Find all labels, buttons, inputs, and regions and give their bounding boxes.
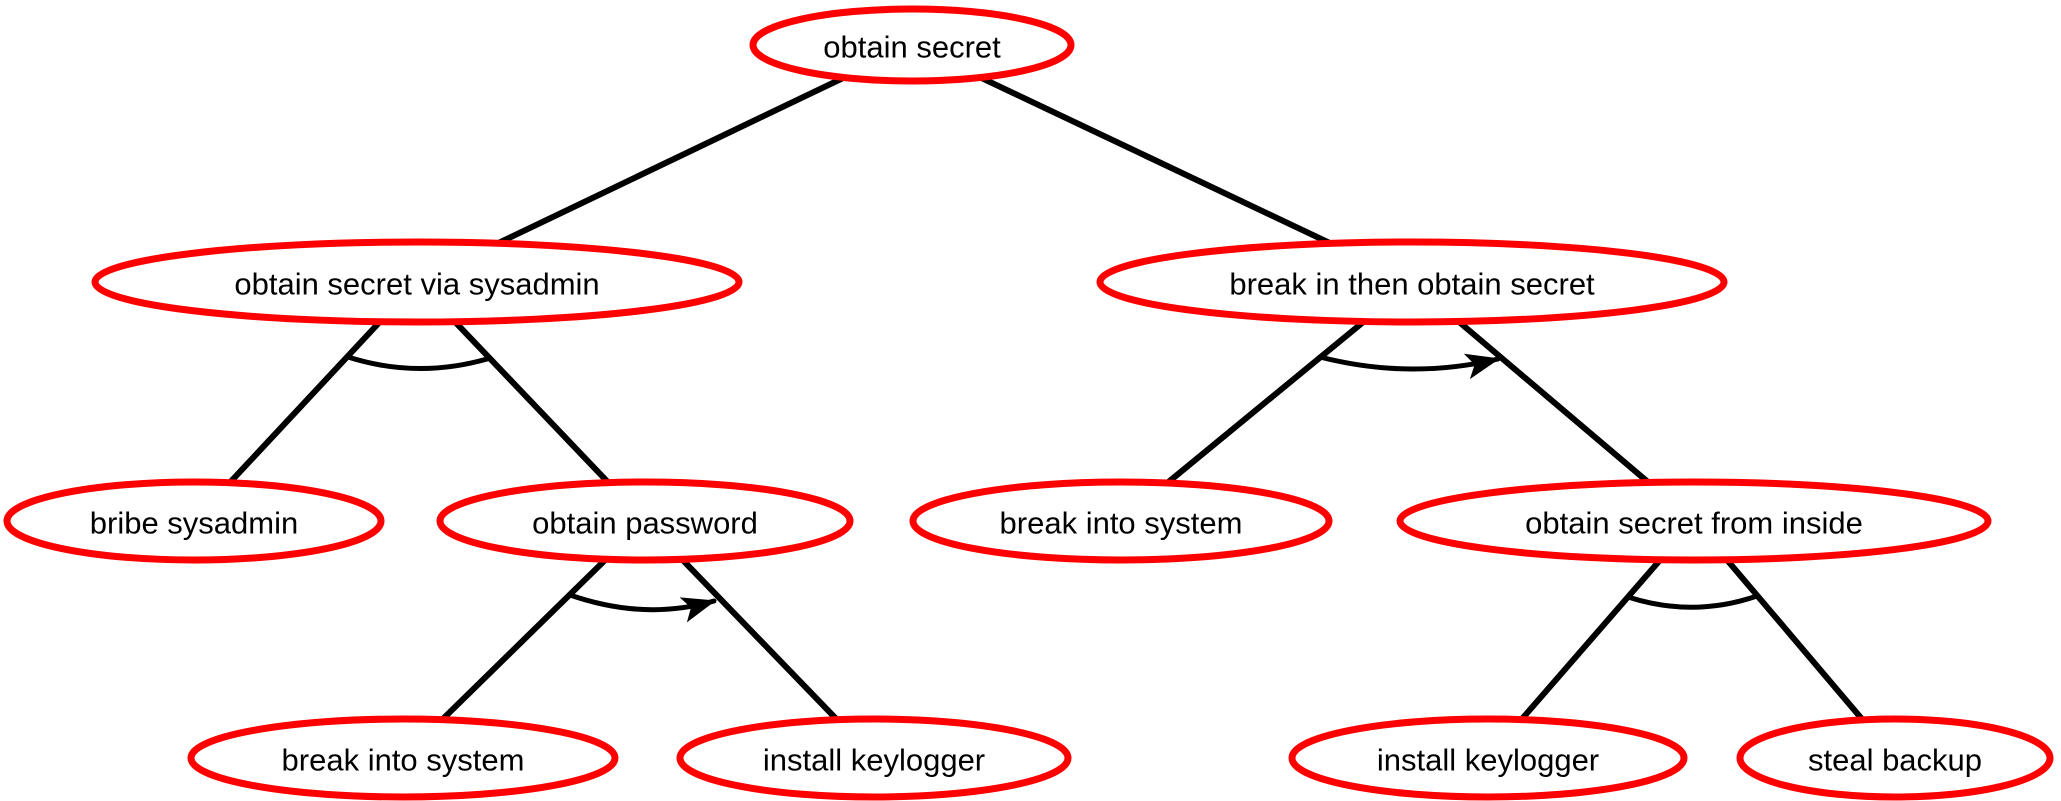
node-label-obtain-secret: obtain secret [823, 30, 1001, 65]
node-label-break-into-system-bottom: break into system [282, 743, 525, 778]
sand-arrow-arc-obtain-password [567, 592, 717, 623]
node-label-obtain-password: obtain password [532, 506, 758, 541]
node-ellipse-obtain-password [436, 478, 854, 564]
node-label-break-into-system-mid: break into system [1000, 506, 1243, 541]
node-ellipse-install-keylogger-right [1288, 715, 1688, 801]
node-label-break-in-then-obtain-secret: break in then obtain secret [1229, 267, 1595, 302]
node-ellipse-break-in-then-obtain-secret [1096, 238, 1728, 326]
node-ellipse-break-into-system-mid [909, 478, 1333, 564]
edges-layer [191, 42, 1898, 761]
node-label-bribe-sysadmin: bribe sysadmin [90, 506, 298, 541]
node-label-install-keylogger-left: install keylogger [763, 743, 985, 778]
node-ellipse-steal-backup [1736, 715, 2054, 801]
node-label-steal-backup: steal backup [1808, 743, 1982, 778]
node-ellipse-bribe-sysadmin [3, 478, 385, 564]
node-ellipse-obtain-secret-via-sysadmin [91, 238, 743, 326]
nodes-layer [3, 5, 2054, 801]
node-ellipse-obtain-secret-from-inside [1396, 478, 1992, 564]
node-label-obtain-secret-via-sysadmin: obtain secret via sysadmin [234, 267, 599, 302]
node-label-install-keylogger-right: install keylogger [1377, 743, 1599, 778]
and-arc-obtain-secret-from-inside [1625, 593, 1760, 610]
labels-layer: obtain secret obtain secret via sysadmin… [90, 30, 1982, 778]
gate-arcs-layer [345, 353, 1760, 623]
node-label-obtain-secret-from-inside: obtain secret from inside [1525, 506, 1863, 541]
node-ellipse-break-into-system-bottom [187, 715, 619, 801]
node-ellipse-obtain-secret [749, 5, 1075, 85]
node-ellipse-install-keylogger-left [676, 715, 1072, 801]
and-arc-obtain-secret-via-sysadmin [345, 354, 490, 371]
sand-arrow-arc-break-in-then-obtain-secret [1317, 353, 1501, 380]
